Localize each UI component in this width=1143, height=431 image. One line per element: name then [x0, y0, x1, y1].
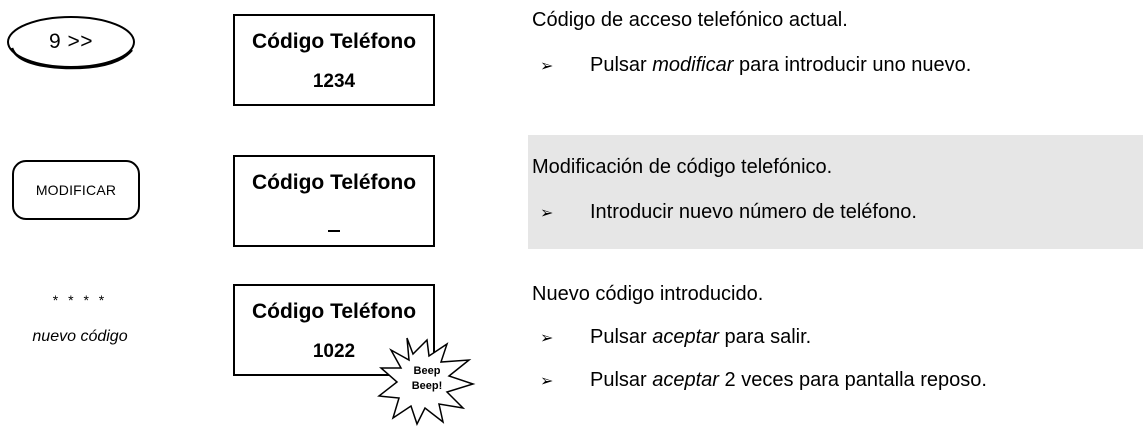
lcd-value: 1234	[312, 71, 356, 92]
description-title: Nuevo código introducido.	[532, 283, 764, 305]
bullet-arrow-icon: ➢	[540, 58, 554, 75]
bullet-text-emphasis: modificar	[652, 54, 734, 76]
bullet-arrow-icon: ➢	[540, 330, 554, 347]
bullet-text: Introducir nuevo número de teléfono.	[590, 201, 917, 223]
lcd-screen: Código Teléfono 1234	[233, 14, 435, 106]
bullet-item: ➢ Introducir nuevo número de teléfono.	[540, 201, 917, 224]
bullet-text-pre: Pulsar	[590, 54, 653, 76]
masked-code: * * * *	[52, 292, 108, 308]
step-row-3: * * * * nuevo código Código Teléfono 102…	[0, 270, 1143, 426]
row-highlight	[528, 135, 1143, 249]
bullet-text-pre: Pulsar	[590, 326, 653, 348]
bullet-text-emphasis: aceptar	[652, 369, 719, 391]
burst-shape	[377, 337, 476, 426]
lcd-title: Código Teléfono	[251, 30, 417, 53]
description-title: Modificación de código telefónico.	[532, 156, 833, 178]
bullet-arrow-icon: ➢	[540, 205, 554, 222]
lcd-title: Código Teléfono	[251, 171, 417, 194]
input-caption: nuevo código	[32, 328, 128, 345]
bullet-text-emphasis: aceptar	[652, 326, 719, 348]
bullet-item: ➢ Pulsar modificar para introducir uno nu…	[540, 54, 971, 77]
key-9-next-button[interactable]: 9 >>	[6, 14, 136, 70]
lcd-screen: Código Teléfono	[233, 155, 435, 247]
modificar-button[interactable]: MODIFICAR	[12, 160, 140, 220]
bullet-item: ➢ Pulsar aceptar para salir.	[540, 326, 811, 349]
bullet-text-post: para salir.	[718, 326, 812, 348]
step-description: Código de acceso telefónico actual. ➢ Pul…	[532, 9, 1143, 109]
lcd-value: 1022	[312, 341, 356, 362]
step-description: Nuevo código introducido. ➢ Pulsar acepta…	[532, 283, 1143, 423]
beep-burst-icon: Beep Beep!	[377, 334, 477, 426]
key-label: 9 >>	[48, 30, 94, 53]
lcd-title: Código Teléfono	[251, 300, 417, 323]
bullet-text-pre: Pulsar	[590, 369, 653, 391]
bullet-text-post: 2 veces para pantalla reposo.	[718, 369, 987, 391]
beep-label: Beep Beep!	[411, 365, 443, 392]
step-description: Modificación de código telefónico. ➢ Intr…	[532, 156, 1143, 246]
new-code-input: * * * * nuevo código	[0, 292, 160, 346]
bullet-item: ➢ Pulsar aceptar 2 veces para pantalla re…	[540, 369, 987, 392]
oval-key-shape	[7, 16, 135, 70]
bullet-arrow-icon: ➢	[540, 373, 554, 390]
description-title: Código de acceso telefónico actual.	[532, 9, 848, 31]
key-label: MODIFICAR	[35, 182, 117, 198]
lcd-cursor	[328, 230, 340, 232]
bullet-text-post: para introducir uno nuevo.	[733, 54, 972, 76]
step-row-2: MODIFICAR Código Teléfono Modificación d…	[0, 130, 1143, 270]
step-row-1: 9 >> Código Teléfono 1234 Código de acce…	[0, 0, 1143, 130]
